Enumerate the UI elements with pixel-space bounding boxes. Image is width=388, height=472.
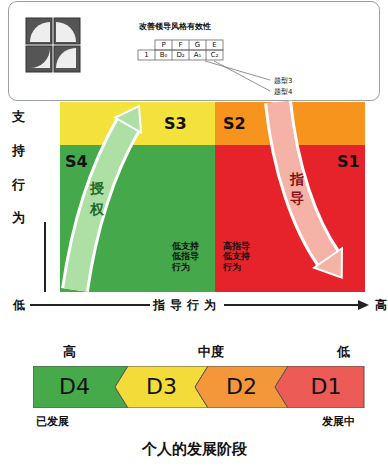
stage-end-label: 已发展 — [36, 414, 69, 429]
arrow-label: 授权 — [90, 178, 104, 220]
axis-end-label: 高 — [372, 298, 388, 312]
stage-end-label: 发展中 — [322, 414, 355, 429]
stage-code: D2 — [226, 374, 257, 399]
table-cell: G — [189, 40, 206, 50]
table-cell: A₁ — [189, 50, 206, 60]
caption: 个人的发展阶段 — [142, 440, 247, 459]
quadrant-note: 低支持 低指导 行为 — [172, 241, 203, 272]
callout-label: 题型3 — [274, 76, 292, 86]
chevron-fill — [33, 366, 128, 408]
chevron-fill — [195, 366, 288, 408]
style-code: S2 — [223, 115, 246, 133]
axis-title: 支持行为 — [12, 100, 25, 235]
leader-lines — [205, 61, 270, 91]
quadrant-note: 高指导 低支持 行为 — [223, 241, 254, 272]
style-code: S1 — [337, 153, 360, 171]
level-label: 低 — [337, 343, 350, 361]
style-grid-icon — [26, 18, 80, 72]
level-label: 中度 — [198, 343, 224, 361]
stage-code: D1 — [311, 374, 342, 399]
directing-arrow — [278, 102, 342, 278]
stage-chevron: D2 — [195, 366, 288, 408]
axis-end-label: 低 — [10, 298, 28, 312]
arrow-label: 指导 — [290, 170, 304, 208]
mini-table — [138, 40, 223, 60]
callout-label: 题型4 — [274, 87, 292, 97]
axis-title: 指导行为 — [150, 298, 224, 312]
stage-code: D4 — [59, 374, 90, 399]
table-cell: E — [206, 40, 223, 50]
table-cell: D₂ — [172, 50, 189, 60]
table-cell: B₀ — [155, 50, 172, 60]
table-cell: C₂ — [206, 50, 223, 60]
style-code: S4 — [65, 153, 88, 171]
table-cell: P — [155, 40, 172, 50]
style-code: S3 — [164, 115, 187, 133]
level-label: 高 — [63, 343, 76, 361]
delegating-arrow — [75, 106, 141, 290]
stage-chevron: D3 — [115, 366, 208, 408]
stage-code: D3 — [146, 374, 177, 399]
table-cell: 1 — [138, 50, 155, 60]
table-cell: F — [172, 40, 189, 50]
stage-chevron: D1 — [275, 366, 365, 408]
chevron-fill — [275, 366, 364, 408]
inset-title: 改善领导风格有效性 — [139, 22, 211, 31]
stage-chevron: D4 — [33, 366, 128, 408]
chevron-fill — [115, 366, 208, 408]
